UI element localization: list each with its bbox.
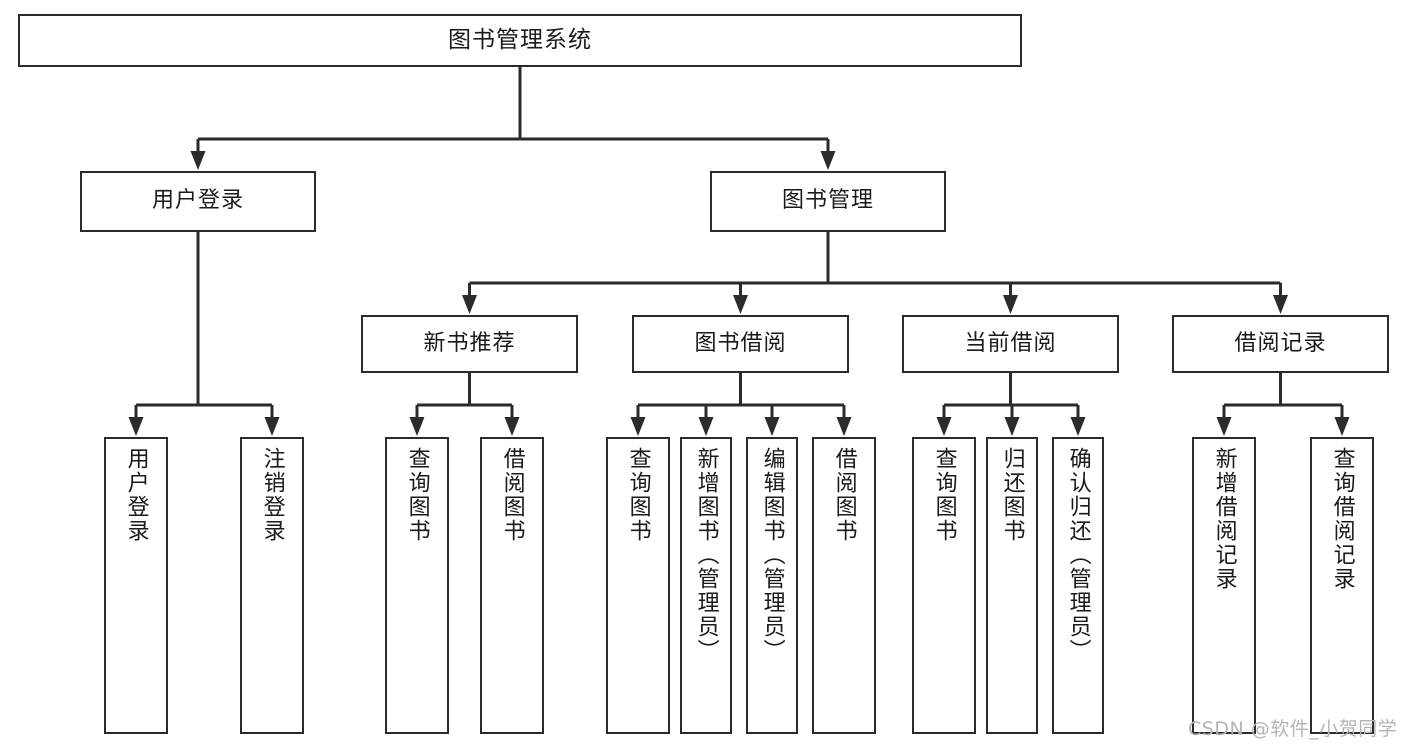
node-label: 图书管理系统 (448, 26, 592, 53)
node-leaf-confirm-return[interactable]: 确认归还（管理员） (1052, 437, 1104, 734)
node-label: 确认归还（管理员） (1065, 447, 1091, 663)
node-label: 查询图书 (931, 447, 957, 543)
node-label: 用户登录 (123, 447, 149, 543)
node-label: 借阅图书 (499, 447, 525, 543)
node-label: 查询图书 (625, 447, 651, 543)
node-leaf-logout[interactable]: 注销登录 (240, 437, 304, 734)
node-current-borrow[interactable]: 当前借阅 (902, 315, 1119, 373)
node-label: 查询图书 (404, 447, 430, 543)
node-new-book-rec[interactable]: 新书推荐 (361, 315, 578, 373)
node-label: 借阅图书 (831, 447, 857, 543)
node-label: 借阅记录 (1234, 330, 1327, 356)
node-book-borrow[interactable]: 图书借阅 (632, 315, 849, 373)
node-leaf-borrow-book-1[interactable]: 借阅图书 (480, 437, 544, 734)
node-label: 查询借阅记录 (1329, 447, 1355, 591)
node-leaf-return-book[interactable]: 归还图书 (986, 437, 1038, 734)
node-leaf-add-record[interactable]: 新增借阅记录 (1192, 437, 1256, 734)
node-label: 新书推荐 (423, 330, 516, 356)
node-label: 新增借阅记录 (1211, 447, 1237, 591)
node-leaf-user-login[interactable]: 用户登录 (104, 437, 168, 734)
node-leaf-query-book-3[interactable]: 查询图书 (912, 437, 976, 734)
node-leaf-query-book-1[interactable]: 查询图书 (385, 437, 449, 734)
node-label: 用户登录 (151, 188, 244, 214)
node-root[interactable]: 图书管理系统 (18, 14, 1022, 67)
node-label: 当前借阅 (964, 330, 1057, 356)
node-leaf-edit-book[interactable]: 编辑图书（管理员） (746, 437, 798, 734)
node-label: 注销登录 (259, 447, 285, 543)
node-leaf-borrow-book-2[interactable]: 借阅图书 (812, 437, 876, 734)
node-borrow-record[interactable]: 借阅记录 (1172, 315, 1389, 373)
node-label: 图书借阅 (694, 330, 787, 356)
node-book-manage[interactable]: 图书管理 (710, 171, 946, 232)
node-leaf-query-record[interactable]: 查询借阅记录 (1310, 437, 1374, 734)
node-leaf-add-book[interactable]: 新增图书（管理员） (680, 437, 732, 734)
node-leaf-query-book-2[interactable]: 查询图书 (606, 437, 670, 734)
node-user-login[interactable]: 用户登录 (80, 171, 316, 232)
node-label: 归还图书 (999, 447, 1025, 543)
node-label: 新增图书（管理员） (693, 447, 719, 663)
node-label: 图书管理 (781, 188, 874, 214)
node-label: 编辑图书（管理员） (759, 447, 785, 663)
